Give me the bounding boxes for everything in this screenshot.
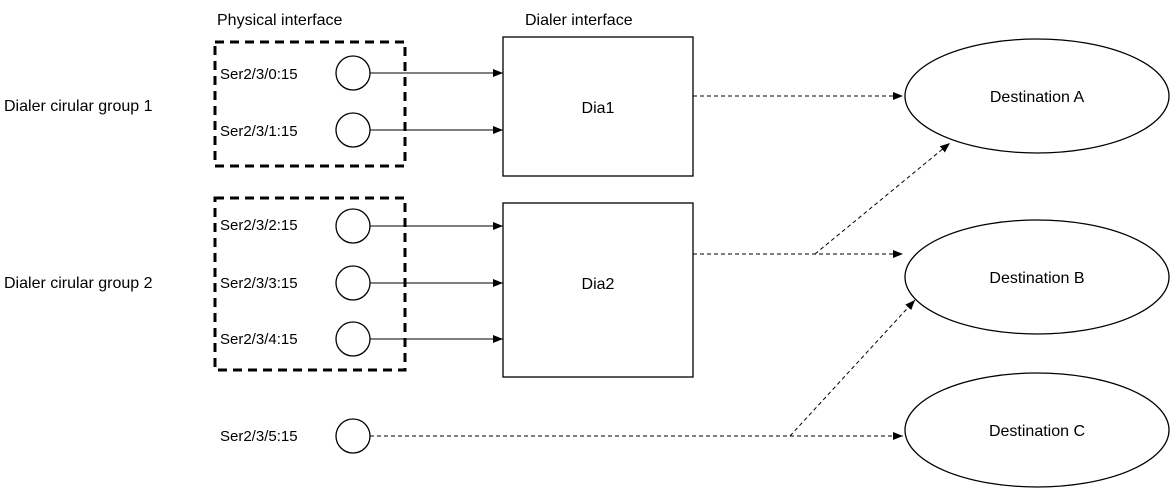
port-label: Ser2/3/3:15 (220, 275, 298, 292)
dialer-interface-header: Dialer interface (525, 12, 633, 29)
group-label-1: Dialer cirular group 1 (4, 98, 153, 115)
dialer-box-1 (502, 36, 694, 177)
destination-b-ellipse (904, 219, 1170, 335)
port-circle (335, 418, 371, 454)
destination-b-label: Destination B (989, 270, 1084, 287)
port-label: Ser2/3/2:15 (220, 217, 298, 234)
port-label: Ser2/3/5:15 (220, 428, 298, 445)
physical-interface-header: Physical interface (217, 12, 342, 29)
port-circle (335, 112, 371, 148)
port-circle (335, 321, 371, 357)
destination-c-ellipse (904, 372, 1170, 488)
port-circle (335, 55, 371, 91)
port-label: Ser2/3/0:15 (220, 66, 298, 83)
destination-a-ellipse (904, 38, 1170, 154)
port-label: Ser2/3/1:15 (220, 123, 298, 140)
port-circle (335, 208, 371, 244)
destination-a-label: Destination A (990, 89, 1085, 106)
group-label-2: Dialer cirular group 2 (4, 275, 153, 292)
group-box-1 (213, 40, 407, 168)
dialer-label-2: Dia2 (582, 276, 615, 293)
destination-c-label: Destination C (989, 423, 1085, 440)
route-dia2-to-a (814, 142, 951, 255)
dialer-box-2 (502, 202, 694, 378)
route-ser5-to-b (789, 299, 916, 437)
group-box-2 (213, 196, 407, 372)
port-circle (335, 265, 371, 301)
port-label: Ser2/3/4:15 (220, 331, 298, 348)
dialer-label-1: Dia1 (582, 100, 615, 117)
